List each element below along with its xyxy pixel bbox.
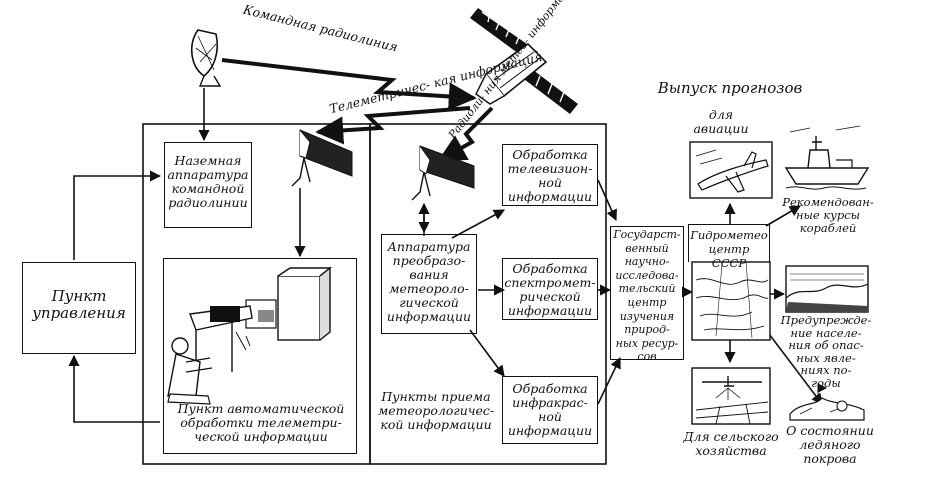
for-aviation-label: для авиации [693, 107, 749, 136]
spectrometric-processing-label: Обработка спектромет- рической информаци… [504, 261, 596, 318]
control-point-label: Пункт управления [32, 287, 126, 322]
spectrometric-processing-box [502, 258, 598, 320]
agriculture-picture [691, 367, 771, 425]
meteo-conversion-label: Аппаратура преобразо- вания метеороло- г… [386, 239, 472, 324]
hydromet-map-picture [691, 261, 771, 341]
ship-icon [784, 125, 870, 190]
ice-cover-label: О состоянии ледяного покрова [786, 423, 874, 466]
control-point-box [22, 262, 136, 354]
auto-processing-point-label: Пункт автоматической обработки телеметри… [177, 401, 345, 444]
meteo-radio-beam [437, 106, 494, 162]
tv-processing-box [502, 144, 598, 206]
meteo-conversion-box [381, 234, 477, 334]
command-antenna-icon [191, 29, 222, 87]
infrared-processing-label: Обработка инфракрас- ной информации [507, 381, 593, 438]
ground-command-equipment-box [164, 142, 252, 228]
meteo-antenna-icon [411, 145, 475, 201]
ground-command-equipment-label: Наземная аппаратура командной радиолинии [167, 153, 249, 210]
reception-points-label: Пункты приема метеорологичес- кой информ… [377, 389, 495, 432]
aircraft-icon [695, 149, 769, 193]
population-warning-label: Предупрежде- ние населе- ния об опас- ны… [780, 313, 872, 390]
telemetry-radio-beam [315, 106, 471, 145]
satellite-icon [470, 8, 578, 114]
state-center-label: Государст- венный научно- исследова- тел… [613, 228, 681, 364]
computer-operator-icon [167, 266, 332, 405]
state-center-box [610, 226, 684, 360]
command-radio-beam [221, 58, 477, 111]
forecasts-title: Выпуск прогнозов [657, 79, 803, 97]
for-agriculture-label: Для сельского хозяйства [683, 429, 779, 458]
telemetry-antenna-icon [291, 129, 353, 187]
hydromet-center-label: Гидрометео центр СССР [690, 228, 768, 270]
auto-processing-box [163, 258, 357, 454]
crop-duster-icon [695, 376, 769, 425]
hydromet-center-box [688, 224, 770, 262]
ship-routes-label: Рекомендован- ные курсы кораблей [782, 195, 874, 235]
infrared-processing-box [502, 376, 598, 444]
tv-processing-label: Обработка телевизион- ной информации [507, 147, 593, 204]
ice-cover-icon [789, 383, 865, 421]
